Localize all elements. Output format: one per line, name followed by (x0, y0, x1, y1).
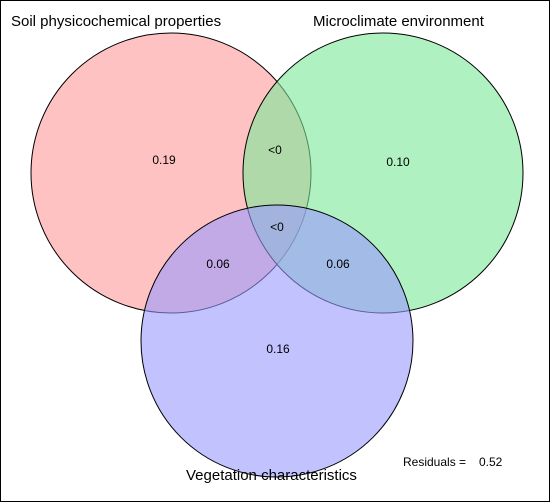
label-veg: Vegetation characteristics (186, 467, 357, 484)
region-veg-only: 0.16 (266, 342, 290, 356)
residuals-value: 0.52 (479, 455, 503, 469)
circle-veg (140, 204, 414, 478)
label-micro: Microclimate environment (313, 13, 485, 30)
region-soil-only: 0.19 (152, 153, 176, 167)
region-soil-micro: <0 (268, 143, 282, 157)
region-soil-veg: 0.06 (206, 257, 230, 271)
residuals-label: Residuals = (403, 455, 466, 469)
region-micro-veg: 0.06 (326, 257, 350, 271)
region-all-three: <0 (270, 220, 284, 234)
label-soil: Soil physicochemical properties (11, 13, 221, 30)
region-micro-only: 0.10 (386, 155, 410, 169)
